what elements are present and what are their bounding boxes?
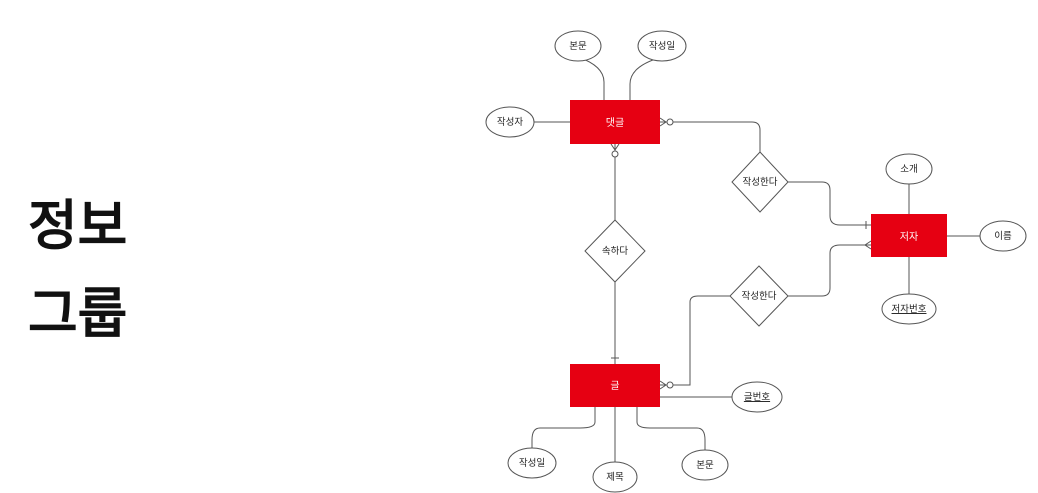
attr-author-intro-label: 소개 xyxy=(900,164,917,175)
link-comment-body xyxy=(577,56,605,100)
attr-comment-body-label: 본문 xyxy=(569,41,587,52)
entity-post-label: 글 xyxy=(610,380,619,392)
entity-post xyxy=(570,364,660,407)
relationship-writes-comment-label: 작성한다 xyxy=(743,177,778,188)
link-post-rel xyxy=(660,295,731,386)
link-rel-author-top xyxy=(788,181,871,226)
attr-post-body-label: 본문 xyxy=(696,460,714,471)
link-post-body xyxy=(636,407,706,450)
heading-line-2: 그룹 xyxy=(28,282,128,345)
attr-post-title-label: 제목 xyxy=(606,472,624,483)
link-comment-rel xyxy=(660,121,761,152)
attr-post-id-label: 글번호 xyxy=(744,392,770,403)
mark-zero-comment-right xyxy=(666,118,674,126)
page-heading: 정보 그룹 xyxy=(28,182,127,358)
attr-post-date xyxy=(507,447,557,479)
link-post-date xyxy=(531,407,596,448)
mark-many-post-right xyxy=(659,380,667,390)
entity-author-label: 저자 xyxy=(900,231,918,243)
attr-comment-date-label: 작성일 xyxy=(649,41,675,52)
attr-post-id xyxy=(731,381,783,413)
heading-line-1: 정보 xyxy=(28,194,128,257)
attr-comment-date xyxy=(637,30,687,62)
entity-comment xyxy=(570,100,660,144)
relationship-writes-post-label: 작성한다 xyxy=(742,291,777,302)
mark-many-comment-right xyxy=(659,117,667,127)
attr-author-name-label: 이름 xyxy=(994,231,1012,242)
mark-many-author-bottom xyxy=(864,240,872,250)
link-rel-author-bottom xyxy=(788,244,871,297)
attr-post-date-label: 작성일 xyxy=(519,458,545,469)
attr-author-intro xyxy=(885,153,933,185)
relationship-writes-post xyxy=(729,265,789,327)
relationship-writes-comment xyxy=(731,151,789,213)
relationship-belongs-to xyxy=(584,219,646,283)
mark-zero-post-right xyxy=(666,381,674,389)
attr-author-name xyxy=(979,220,1027,252)
attr-comment-writer xyxy=(485,106,535,138)
attr-author-id xyxy=(881,293,937,325)
mark-many-comment-bottom xyxy=(610,143,620,151)
attr-author-id-label: 저자번호 xyxy=(892,304,927,315)
attr-post-title xyxy=(592,461,638,493)
attr-post-body xyxy=(681,449,729,481)
entity-comment-label: 댓글 xyxy=(606,117,624,129)
mark-zero-comment-bottom xyxy=(611,150,619,158)
attr-comment-body xyxy=(554,30,602,62)
attr-comment-writer-label: 작성자 xyxy=(497,117,523,128)
link-comment-date xyxy=(629,56,663,100)
entity-author xyxy=(871,214,947,257)
relationship-belongs-to-label: 속하다 xyxy=(602,245,628,257)
